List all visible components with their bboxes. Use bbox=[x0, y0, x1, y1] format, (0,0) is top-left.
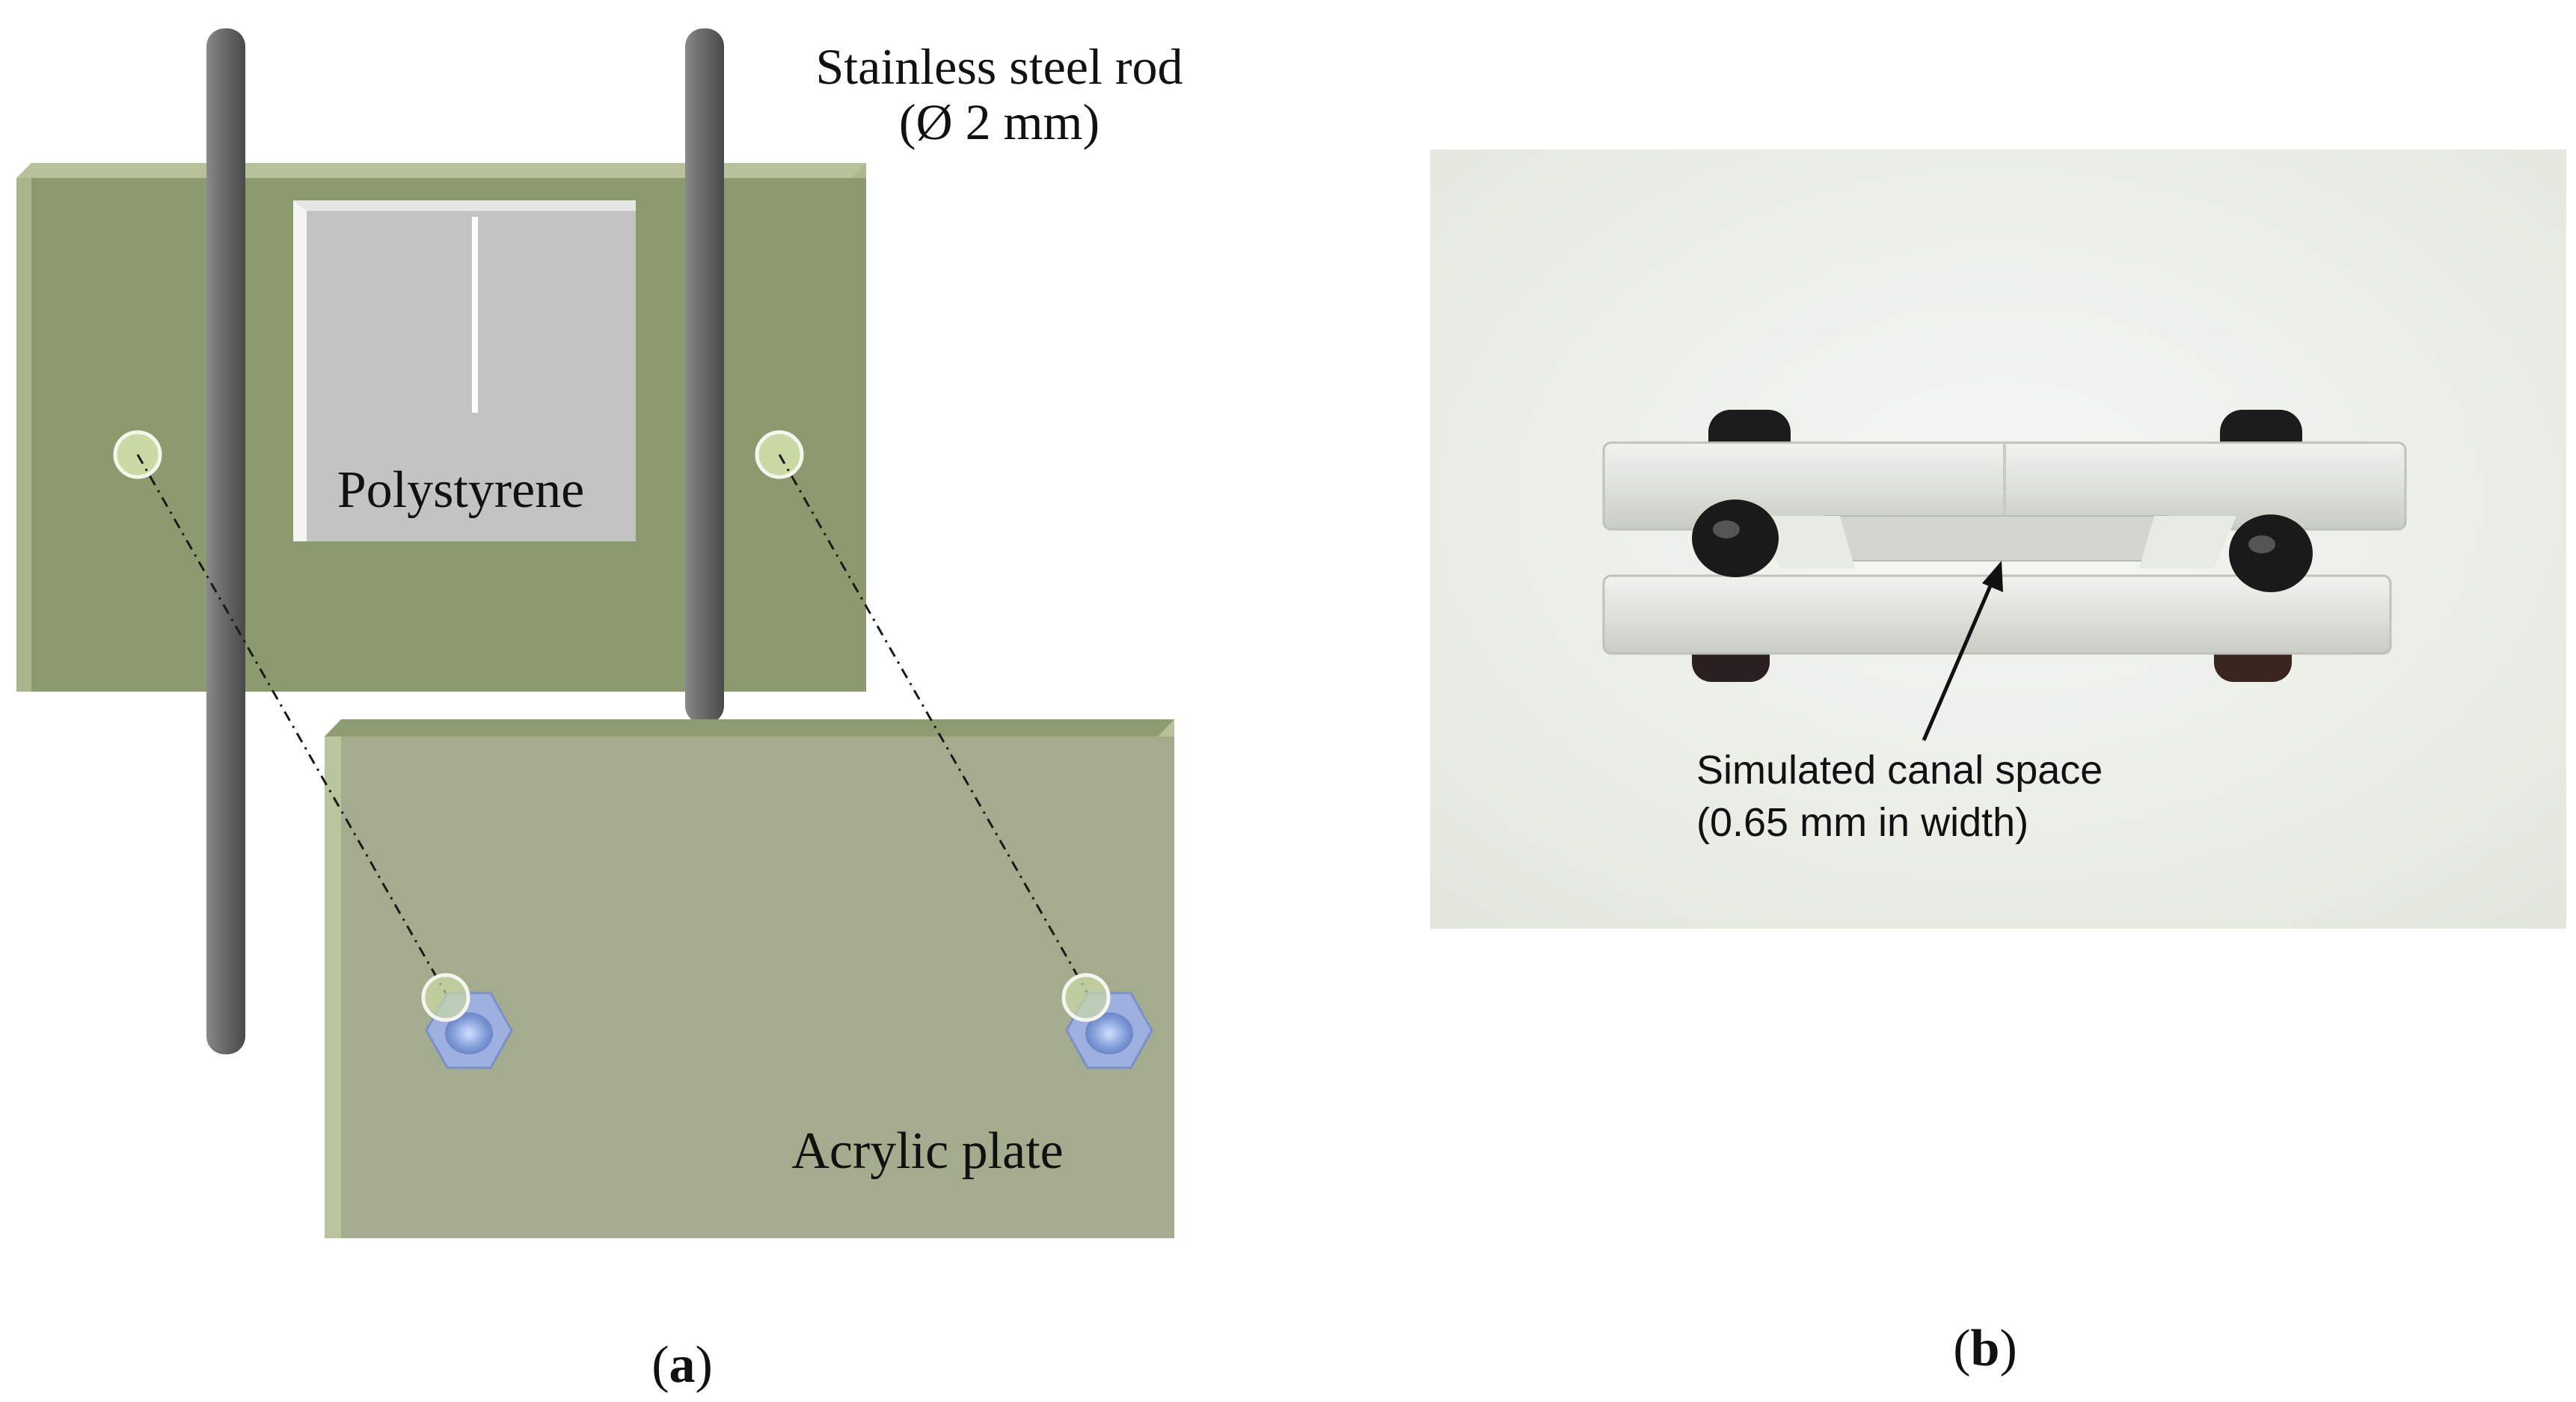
polystyrene-slit bbox=[472, 217, 478, 413]
panel-b: Simulated canal space (0.65 mm in width)… bbox=[1430, 150, 2566, 1377]
photograph: Simulated canal space (0.65 mm in width) bbox=[1430, 150, 2566, 929]
screw-right bbox=[2229, 514, 2313, 592]
nut-right bbox=[1061, 973, 1153, 1069]
rod-label-line2: (Ø 2 mm) bbox=[899, 93, 1100, 150]
nut-left bbox=[421, 973, 513, 1069]
alignment-line-left bbox=[136, 454, 449, 997]
alignment-line-right bbox=[778, 454, 1091, 997]
panel-a: Stainless steel rod (Ø 2 mm) Polystyrene… bbox=[16, 28, 1183, 1394]
caption-a-letter: a bbox=[669, 1336, 696, 1394]
caption-a: (a) bbox=[651, 1336, 713, 1394]
stainless-steel-rod-left bbox=[206, 28, 245, 1054]
canal-annotation-line1: Simulated canal space bbox=[1696, 748, 2103, 793]
caption-b-letter: b bbox=[1971, 1320, 2000, 1377]
canal-annotation-line2: (0.65 mm in width) bbox=[1696, 800, 2028, 845]
acrylic-plate-label: Acrylic plate bbox=[791, 1122, 1063, 1180]
caption-b: (b) bbox=[1953, 1320, 2017, 1377]
stainless-steel-rod-right bbox=[685, 28, 724, 724]
rod-label-line1: Stainless steel rod bbox=[815, 38, 1183, 95]
polystyrene-block bbox=[293, 200, 636, 541]
screw-left bbox=[1692, 499, 1779, 577]
canal-space bbox=[1758, 515, 2236, 568]
annotation-arrow bbox=[1922, 561, 2003, 741]
front-acrylic-plate bbox=[325, 719, 1174, 1238]
polystyrene-label: Polystyrene bbox=[337, 461, 585, 519]
